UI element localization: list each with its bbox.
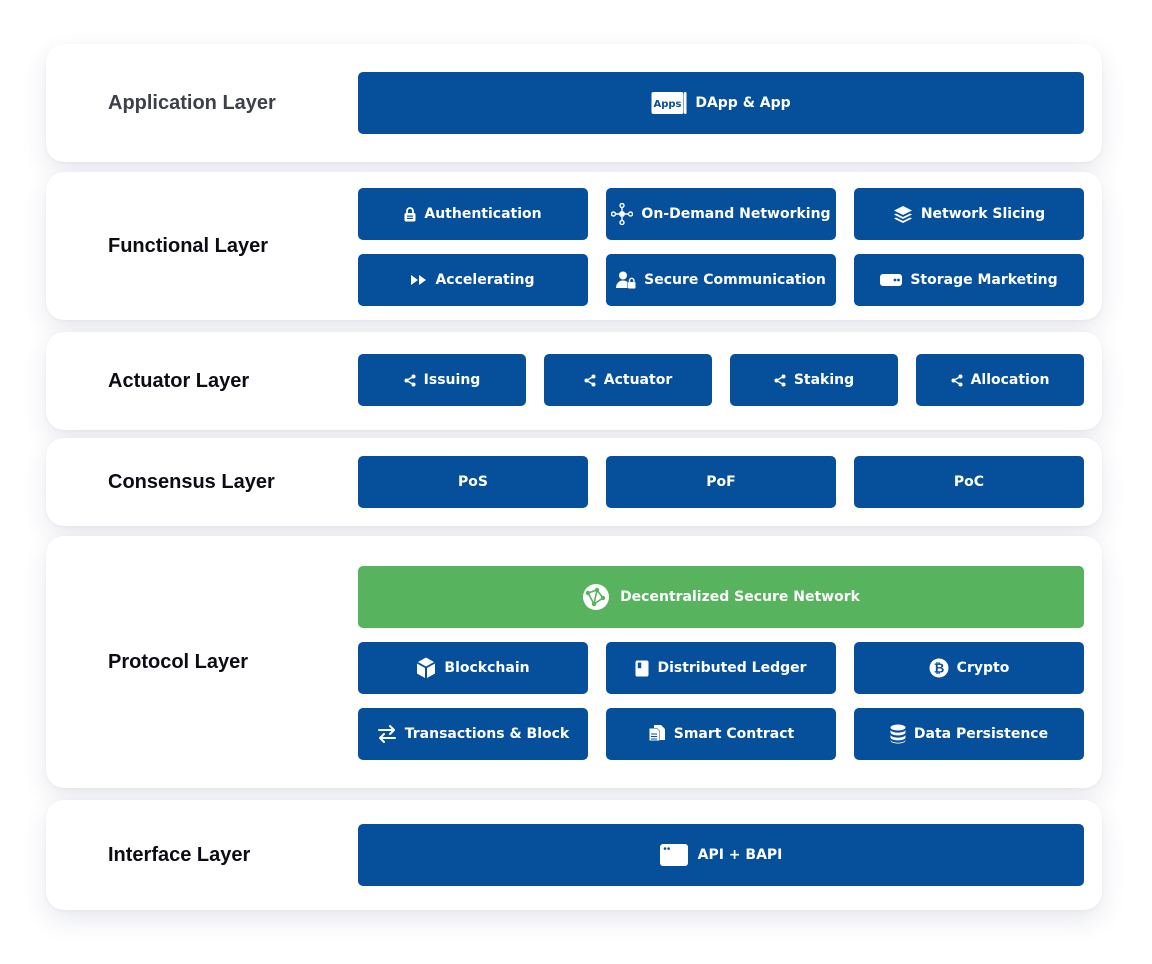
application-layer-label: Application Layer [108, 91, 276, 114]
blockchain-button[interactable]: Blockchain [358, 642, 588, 694]
share-icon [951, 374, 963, 387]
actuator-layer-label: Actuator Layer [108, 369, 250, 392]
accelerating-label: Accelerating [435, 272, 535, 288]
network-slicing-button[interactable]: Network Slicing [854, 188, 1084, 240]
share-icon [774, 374, 786, 387]
crypto-button[interactable]: ₿ Crypto [854, 642, 1084, 694]
interface-layer-label: Interface Layer [108, 843, 251, 866]
poc-button[interactable]: PoC [854, 456, 1084, 508]
actuator-label: Actuator [603, 372, 673, 388]
distributed-ledger-label: Distributed Ledger [657, 660, 807, 676]
authentication-button[interactable]: Authentication [358, 188, 588, 240]
apps-badge-text: Apps [654, 99, 682, 110]
crypto-label: Crypto [956, 660, 1010, 676]
layers-icon [893, 205, 913, 223]
data-persistence-label: Data Persistence [913, 726, 1049, 742]
database-icon [890, 724, 906, 744]
smart-contract-button[interactable]: Smart Contract [606, 708, 836, 760]
protocol-layer-label: Protocol Layer [108, 650, 249, 673]
user-lock-icon [616, 271, 636, 289]
swap-arrows-icon [377, 725, 397, 743]
lock-icon [404, 206, 416, 222]
api-bapi-button[interactable]: API + BAPI [358, 824, 1084, 886]
pos-button[interactable]: PoS [358, 456, 588, 508]
dapp-app-button[interactable]: Apps DApp & App [358, 72, 1084, 134]
network-slicing-label: Network Slicing [920, 206, 1046, 222]
allocation-label: Allocation [970, 372, 1050, 388]
on-demand-networking-button[interactable]: On-Demand Networking [606, 188, 836, 240]
svg-text:₿: ₿ [933, 662, 944, 677]
staking-label: Staking [793, 372, 855, 388]
functional-layer-label: Functional Layer [108, 234, 269, 257]
fast-forward-icon [411, 275, 427, 285]
dapp-app-label: DApp & App [695, 95, 791, 111]
storage-drive-icon [880, 274, 903, 286]
storage-marketing-label: Storage Marketing [910, 272, 1058, 288]
ledger-book-icon [635, 660, 649, 677]
blockchain-cube-icon [416, 657, 436, 679]
allocation-button[interactable]: Allocation [916, 354, 1084, 406]
secure-communication-button[interactable]: Secure Communication [606, 254, 836, 306]
bitcoin-icon: ₿ [929, 658, 949, 678]
issuing-button[interactable]: Issuing [358, 354, 526, 406]
contract-documents-icon [648, 724, 666, 744]
data-persistence-button[interactable]: Data Persistence [854, 708, 1084, 760]
share-icon [584, 374, 596, 387]
authentication-label: Authentication [424, 206, 542, 222]
distributed-ledger-button[interactable]: Distributed Ledger [606, 642, 836, 694]
accelerating-button[interactable]: Accelerating [358, 254, 588, 306]
secure-communication-label: Secure Communication [644, 272, 826, 288]
decentralized-secure-network-button[interactable]: Decentralized Secure Network [358, 566, 1084, 628]
consensus-layer-label: Consensus Layer [108, 470, 275, 493]
actuator-button[interactable]: Actuator [544, 354, 712, 406]
smart-contract-label: Smart Contract [673, 726, 795, 742]
blockchain-label: Blockchain [444, 660, 530, 676]
api-bapi-label: API + BAPI [697, 847, 783, 863]
poc-label: PoC [953, 474, 985, 490]
apps-icon: Apps [651, 91, 687, 115]
browser-window-icon [659, 844, 688, 866]
issuing-label: Issuing [423, 372, 481, 388]
on-demand-networking-label: On-Demand Networking [641, 206, 831, 222]
pof-label: PoF [706, 474, 736, 490]
transactions-block-label: Transactions & Block [404, 726, 570, 742]
network-nodes-icon [611, 203, 634, 225]
staking-button[interactable]: Staking [730, 354, 898, 406]
decentralized-secure-network-label: Decentralized Secure Network [620, 589, 860, 605]
transactions-block-button[interactable]: Transactions & Block [358, 708, 588, 760]
pof-button[interactable]: PoF [606, 456, 836, 508]
storage-marketing-button[interactable]: Storage Marketing [854, 254, 1084, 306]
network-globe-icon [582, 583, 610, 611]
share-icon [404, 374, 416, 387]
pos-label: PoS [458, 474, 488, 490]
